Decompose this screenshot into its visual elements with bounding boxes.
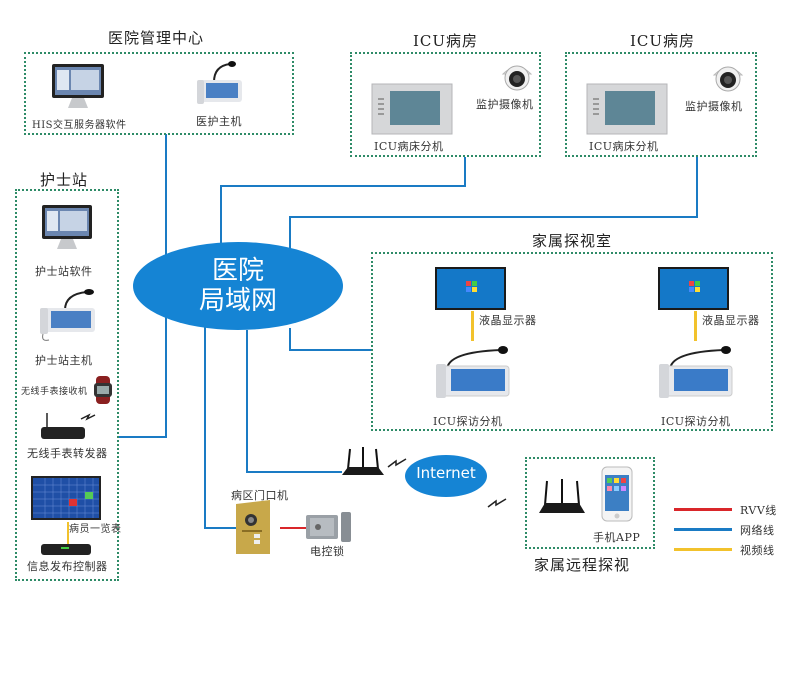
group-icu-room-2: ICU病床分机 监护摄像机: [565, 52, 757, 157]
smartphone-icon: [601, 466, 633, 522]
door-unit-icon: [236, 500, 270, 554]
video-link-visit-right: [694, 311, 697, 341]
legend-swatch-rvv: [674, 508, 732, 511]
bedside-terminal-icon: [586, 83, 668, 135]
wrist-watch-icon: [94, 376, 112, 404]
controller-box-icon: [41, 544, 91, 555]
wireless-signal-icon: [387, 458, 407, 468]
lcd-display-icon: [435, 267, 506, 310]
link-icu2-lan-h: [289, 216, 698, 218]
group-family-visit-room: 液晶显示器 ICU探访分机 液晶显示器 ICU探访分机: [371, 252, 773, 431]
patient-board-icon: [31, 476, 101, 520]
link-icu1-lan: [464, 157, 466, 187]
link-visit-lan-v: [289, 328, 291, 351]
legend-label-network: 网络线: [740, 524, 775, 537]
link-icu1-lan-h: [220, 185, 466, 187]
device-label-nurse-software: 护士站软件: [35, 265, 93, 278]
monitor-icon: [42, 205, 92, 249]
device-label-info-controller: 信息发布控制器: [27, 560, 108, 573]
group-title-icu1: ICU病房: [413, 32, 479, 50]
internet-label: Internet: [416, 464, 476, 482]
device-label-watch-receiver: 无线手表接收机: [21, 387, 88, 397]
group-family-remote-visit: 手机APP: [525, 457, 655, 549]
link-router-lan-v: [246, 330, 248, 473]
group-title-nurse: 护士站: [40, 171, 89, 189]
monitor-icon: [52, 64, 104, 108]
door-unit-label: 病区门口机: [231, 489, 289, 502]
device-label-icu-bed-2: ICU病床分机: [589, 140, 659, 153]
video-link-board-controller: [67, 522, 69, 544]
desk-intercom-icon: [197, 61, 242, 104]
device-label-visit-unit-left: ICU探访分机: [433, 415, 503, 428]
group-title-mgmt: 医院管理中心: [108, 29, 205, 47]
desk-intercom-icon: [659, 346, 733, 398]
link-router-lan-h: [246, 471, 342, 473]
wireless-signal-icon: [487, 498, 507, 508]
group-nurse-station: 护士站软件 护士站主机 无线手表接收机 无线手表转发器 病员一览表 信息发布控制…: [15, 189, 122, 581]
link-icu2-lan-v: [289, 216, 291, 252]
internet-hub: Internet: [405, 455, 487, 497]
device-label-watch-transmitter: 无线手表转发器: [27, 447, 108, 460]
device-label-camera-2: 监护摄像机: [685, 100, 743, 113]
device-label-phone-app: 手机APP: [593, 531, 641, 544]
legend-label-rvv: RVV线: [740, 504, 777, 517]
device-label-lcd-left: 液晶显示器: [479, 314, 537, 327]
group-title-visit: 家属探视室: [532, 232, 613, 250]
bedside-terminal-icon: [371, 83, 453, 135]
electric-lock-icon: [306, 512, 351, 542]
lan-label-line1: 医院: [211, 256, 264, 286]
lcd-display-icon: [658, 267, 729, 310]
device-label-patient-board: 病员一览表: [69, 524, 122, 535]
legend-swatch-video: [674, 548, 732, 551]
desk-intercom-icon: [436, 346, 510, 398]
link-icu1-lan-v: [220, 185, 222, 245]
hospital-lan-hub: 医院 局域网: [133, 242, 343, 330]
wifi-router-icon: [539, 479, 585, 513]
link-nurse-lan: [118, 436, 167, 438]
group-title-remote-visit: 家属远程探视: [534, 556, 631, 574]
group-hospital-mgmt: HIS交互服务器软件 医护主机: [24, 52, 294, 135]
video-link-visit-left: [471, 311, 474, 341]
dome-camera-icon: [501, 65, 533, 91]
desk-intercom-icon: [40, 289, 95, 341]
link-door-lan-h: [204, 527, 236, 529]
device-label-nurse-host: 护士站主机: [35, 354, 93, 367]
group-icu-room-1: ICU病床分机 监护摄像机: [350, 52, 541, 157]
link-visit-lan-h: [289, 349, 371, 351]
device-label-lcd-right: 液晶显示器: [702, 314, 760, 327]
dome-camera-icon: [712, 66, 744, 92]
link-door-lan-v: [204, 325, 206, 529]
legend-swatch-network: [674, 528, 732, 531]
device-label-nurse-host: 医护主机: [196, 115, 242, 128]
link-icu2-lan: [696, 157, 698, 218]
wireless-transmitter-icon: [41, 413, 96, 439]
device-label-icu-bed-1: ICU病床分机: [374, 140, 444, 153]
legend-label-video: 视频线: [740, 544, 775, 557]
device-label-his: HIS交互服务器软件: [32, 120, 127, 131]
rvv-link-door-lock: [280, 527, 306, 529]
device-label-camera-1: 监护摄像机: [476, 98, 534, 111]
electric-lock-label: 电控锁: [310, 545, 345, 558]
device-label-visit-unit-right: ICU探访分机: [661, 415, 731, 428]
lan-label-line2: 局域网: [198, 286, 277, 316]
wifi-router-icon: [342, 447, 384, 475]
group-title-icu2: ICU病房: [630, 32, 696, 50]
